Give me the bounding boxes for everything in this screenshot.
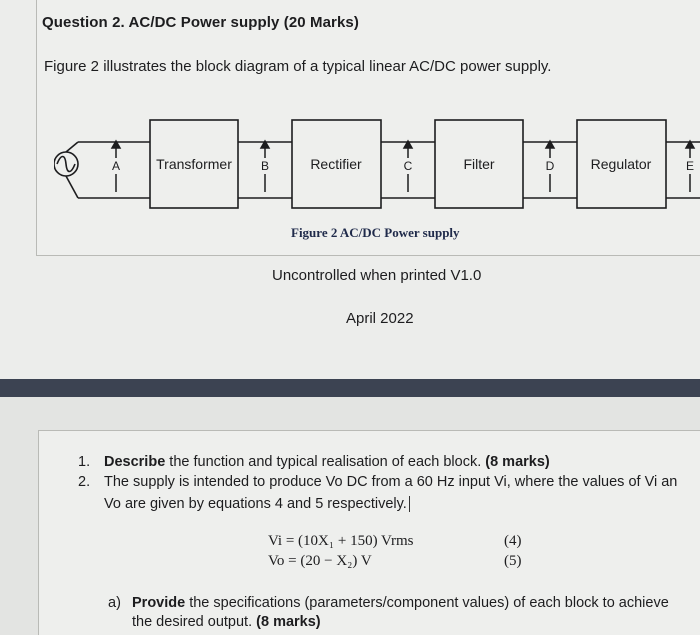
item-a-line1-text: the specifications (parameters/component… xyxy=(185,595,669,611)
rectifier-block xyxy=(291,119,382,209)
item-a-number: a) xyxy=(108,595,121,611)
rectifier-label: Rectifier xyxy=(310,156,362,172)
point-e-label: E xyxy=(686,159,694,173)
item-1-verb: Describe xyxy=(104,454,166,470)
arrow-up-icon xyxy=(259,139,271,192)
equation-4-number: (4) xyxy=(504,533,522,549)
regulator-block xyxy=(576,119,667,209)
uncontrolled-notice: Uncontrolled when printed V1.0 xyxy=(272,267,482,284)
item-a-line2-text: the desired output. xyxy=(132,614,257,630)
page-separator xyxy=(0,379,700,397)
item-1-number: 1. xyxy=(78,454,91,470)
diagram-wires xyxy=(65,141,700,199)
item-a-marks: (8 marks) xyxy=(256,614,321,630)
figure-caption: Figure 2 AC/DC Power supply xyxy=(291,225,460,240)
voltage-arrows xyxy=(110,139,696,192)
item-2-line2-text: Vo are given by equations 4 and 5 respec… xyxy=(104,496,407,512)
equation-5-number: (5) xyxy=(504,553,522,569)
item-2-line1: The supply is intended to produce Vo DC … xyxy=(104,474,678,490)
point-a-label: A xyxy=(112,159,120,173)
equation-5: Vo = (20 − X₂) V xyxy=(268,553,372,569)
question-title: Question 2. AC/DC Power supply (20 Marks… xyxy=(42,14,359,31)
arrow-up-icon xyxy=(402,139,414,192)
arrow-up-icon xyxy=(544,139,556,192)
text-cursor xyxy=(408,496,410,512)
filter-block xyxy=(434,119,524,209)
item-2-line2[interactable]: Vo are given by equations 4 and 5 respec… xyxy=(104,494,410,514)
item-1-text: the function and typical realisation of … xyxy=(165,454,486,470)
item-1: Describe the function and typical realis… xyxy=(104,452,550,472)
item-a-line2: the desired output. (8 marks) xyxy=(132,612,321,632)
transformer-label: Transformer xyxy=(156,156,232,172)
tasks-card xyxy=(38,430,700,635)
equation-4: Vi = (10X₁ + 150) Vrms xyxy=(268,533,414,549)
item-a-line1: Provide the specifications (parameters/c… xyxy=(132,593,669,613)
block-diagram: Transformer Rectifier Filter Regulator A… xyxy=(54,119,700,209)
question-intro: Figure 2 illustrates the block diagram o… xyxy=(44,58,552,75)
item-2-number: 2. xyxy=(78,474,91,490)
ac-source-icon xyxy=(54,151,79,177)
regulator-label: Regulator xyxy=(591,156,652,172)
arrow-up-icon xyxy=(684,139,696,192)
point-c-label: C xyxy=(404,159,413,173)
transformer-block xyxy=(149,119,239,209)
point-d-label: D xyxy=(546,159,555,173)
filter-label: Filter xyxy=(463,156,494,172)
document-date: April 2022 xyxy=(346,310,414,327)
item-a-verb: Provide xyxy=(132,595,186,611)
arrow-up-icon xyxy=(110,139,122,192)
point-b-label: B xyxy=(261,159,269,173)
item-1-marks: (8 marks) xyxy=(485,454,550,470)
